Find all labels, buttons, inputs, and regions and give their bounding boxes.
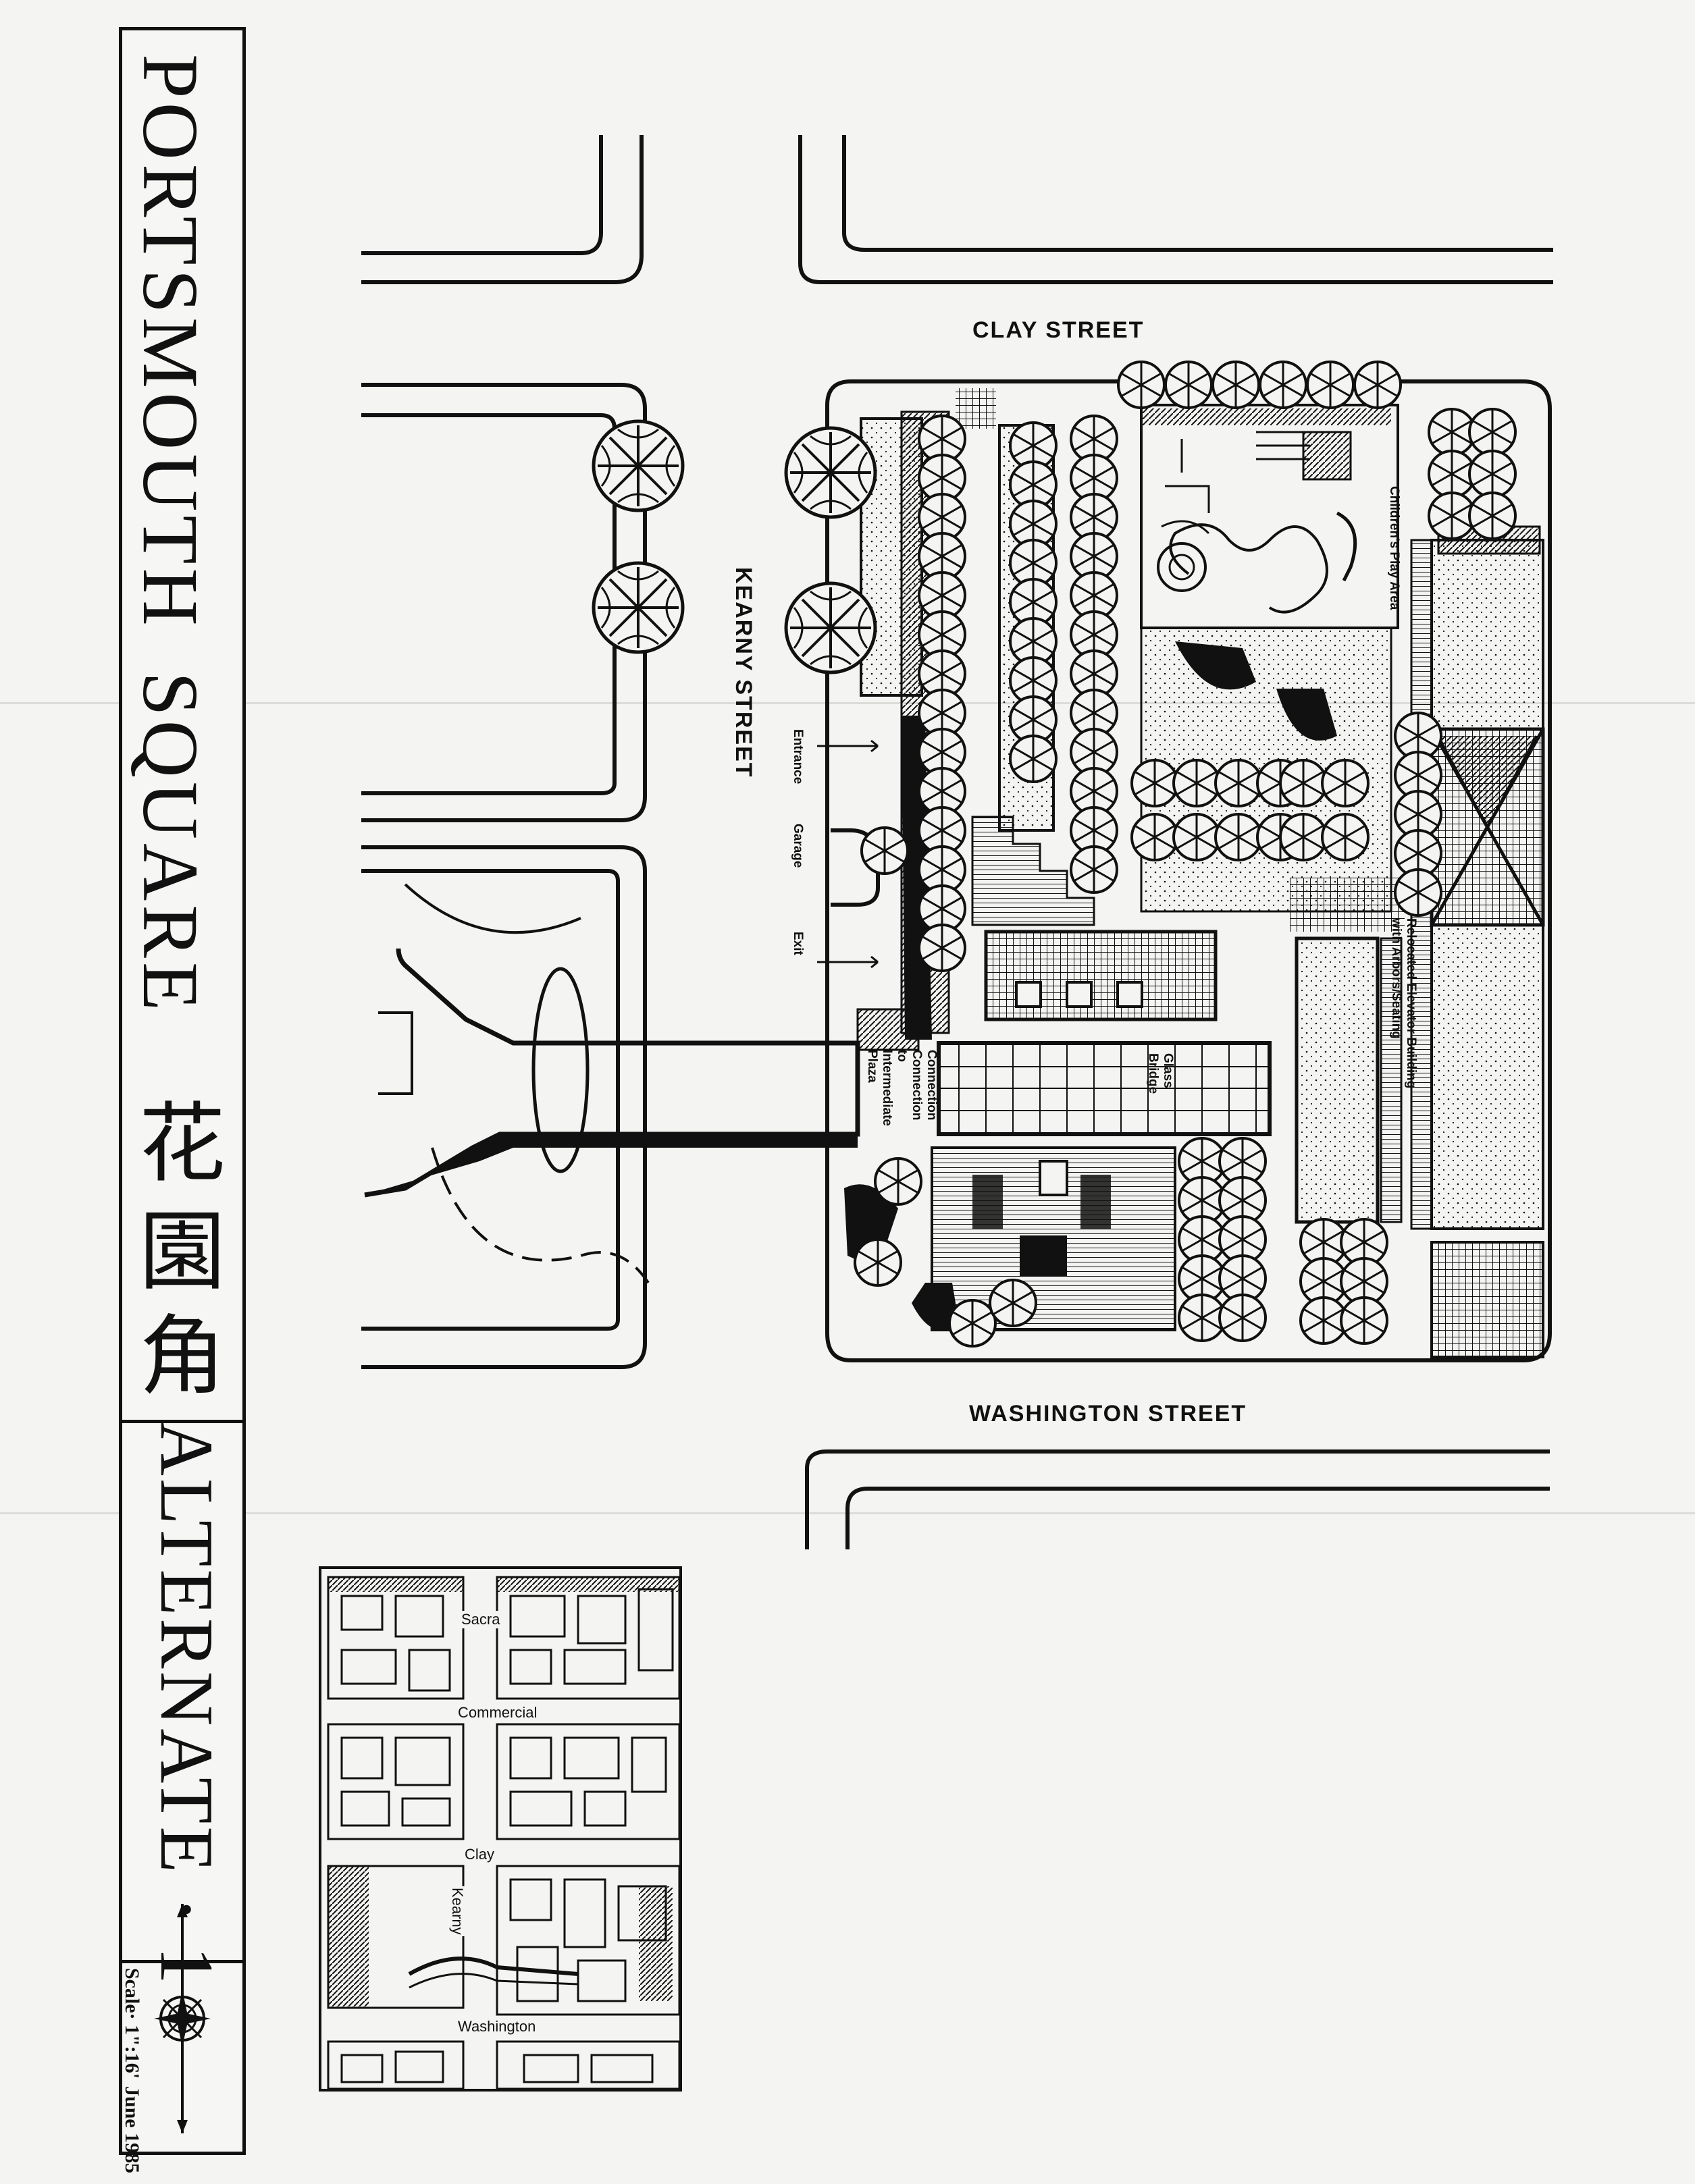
locator-map: Sacra Commercial Clay Kearny Washington — [319, 1566, 682, 2092]
chinese-char-2: 園 — [138, 1202, 226, 1302]
label-washington-street: WASHINGTON STREET — [969, 1401, 1247, 1427]
paper-fold — [0, 702, 1695, 704]
map-label-sacramento: Sacra — [460, 1611, 502, 1628]
title-strip — [119, 27, 246, 2155]
map-label-washington: Washington — [457, 2018, 538, 2035]
map-label-clay: Clay — [463, 1846, 496, 1863]
strip-divider — [122, 1420, 242, 1423]
chinese-char-1: 花 — [138, 1094, 226, 1194]
locator-map-drawing — [327, 1576, 679, 2089]
map-label-commercial: Commercial — [457, 1704, 539, 1722]
label-clay-street: CLAY STREET — [972, 317, 1145, 343]
chinese-char-3: 角 — [138, 1306, 226, 1407]
